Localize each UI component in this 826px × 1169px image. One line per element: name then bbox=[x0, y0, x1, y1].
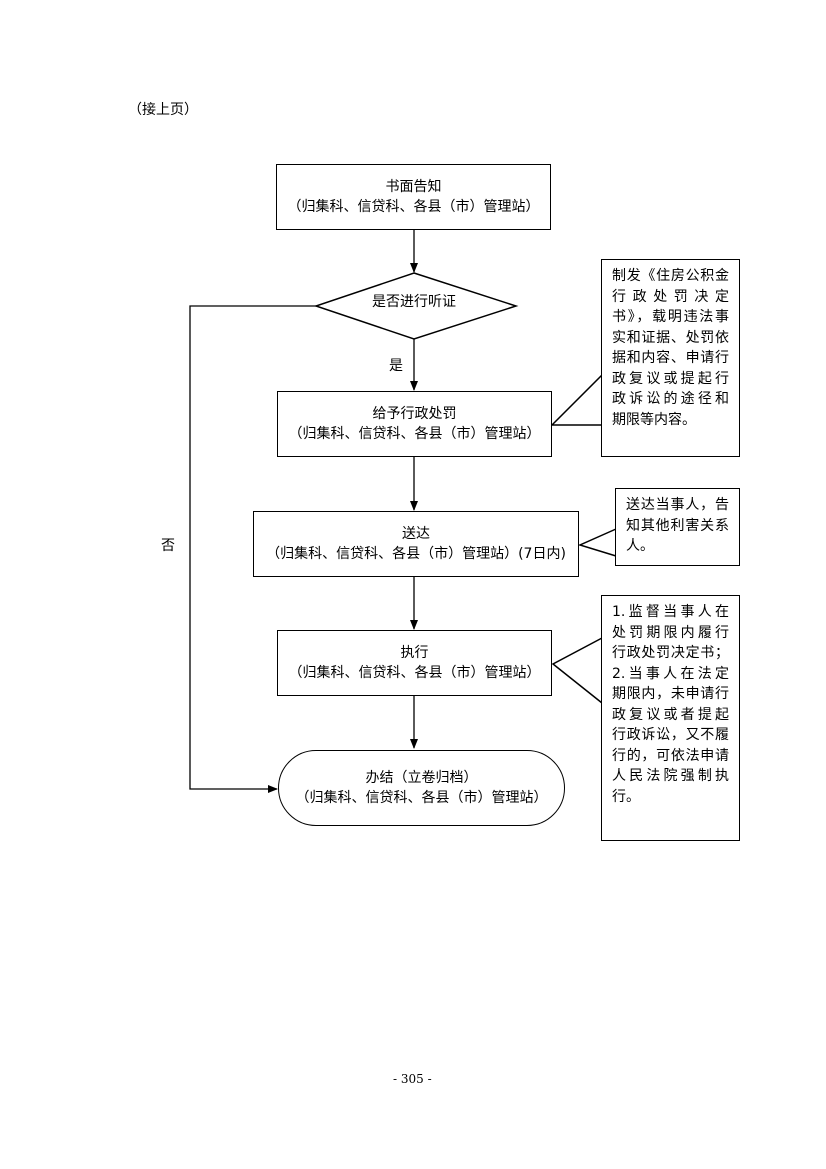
decision-yes-label: 是 bbox=[389, 358, 403, 374]
note-line: 2.当事人在法定 bbox=[612, 665, 729, 682]
page-number: - 305 - bbox=[393, 1072, 432, 1086]
note-line: 人民法院强制执 bbox=[612, 768, 729, 784]
note-line: 行政诉讼，又不履 bbox=[612, 727, 729, 743]
step-execute-dept: （归集科、信贷科、各县（市）管理站） bbox=[288, 665, 541, 681]
note-line: 据和内容、申请行 bbox=[612, 350, 729, 366]
step-execute-title: 执行 bbox=[400, 645, 429, 661]
step-impose-penalty-title: 给予行政处罚 bbox=[372, 406, 457, 422]
step-written-notice-title: 书面告知 bbox=[385, 179, 442, 195]
callout-pointer-penalty bbox=[550, 374, 603, 426]
decision-question: 是否进行听证 bbox=[372, 294, 456, 310]
step-deliver-title: 送达 bbox=[402, 526, 430, 542]
note-line: 人。 bbox=[626, 538, 654, 554]
callout-pointer-deliver bbox=[577, 528, 617, 557]
arrow-decision-no-branch bbox=[189, 305, 317, 793]
step-close-archive-title: 办结（立卷归档） bbox=[365, 770, 478, 786]
step-deliver: 送达 （归集科、信贷科、各县（市）管理站）(7日内) bbox=[253, 511, 579, 577]
note-line: 行政处罚决定 bbox=[612, 288, 729, 305]
step-close-archive: 办结（立卷归档） （归集科、信贷科、各县（市）管理站） bbox=[278, 750, 565, 826]
note-line: 知其他利害关系 bbox=[626, 517, 729, 534]
note-line: 书》，载明违法事 bbox=[612, 309, 729, 325]
step-close-archive-dept: （归集科、信贷科、各县（市）管理站） bbox=[295, 790, 548, 806]
note-line: 政复议或提起行 bbox=[612, 370, 729, 387]
note-line: 行政处罚决定书； bbox=[612, 645, 729, 661]
note-line: 实和证据、处罚依 bbox=[612, 329, 729, 346]
note-line: 制发《住房公积金 bbox=[612, 268, 729, 284]
step-written-notice: 书面告知 （归集科、信贷科、各县（市）管理站） bbox=[276, 164, 551, 230]
note-line: 1.监督当事人在 bbox=[612, 604, 729, 620]
note-deliver: 送达当事人，告 知其他利害关系 人。 bbox=[615, 488, 740, 566]
callout-pointer-execute bbox=[551, 637, 603, 704]
continued-label: （接上页） bbox=[128, 102, 198, 118]
note-line: 送达当事人，告 bbox=[626, 497, 729, 513]
note-line: 行的，可依法申请 bbox=[612, 747, 729, 764]
note-line: 期限内，未申请行 bbox=[612, 686, 729, 702]
note-penalty-decision: 制发《住房公积金 行政处罚决定 书》，载明违法事 实和证据、处罚依 据和内容、申… bbox=[601, 259, 740, 457]
step-impose-penalty-dept: （归集科、信贷科、各县（市）管理站） bbox=[288, 426, 541, 442]
note-line: 期限等内容。 bbox=[612, 411, 696, 428]
decision-no-label: 否 bbox=[161, 538, 175, 554]
note-line: 处罚期限内履行 bbox=[612, 624, 729, 641]
step-written-notice-dept: （归集科、信贷科、各县（市）管理站） bbox=[287, 199, 540, 215]
note-line: 行。 bbox=[612, 788, 640, 805]
note-line: 政诉讼的途径和 bbox=[612, 391, 729, 407]
decision-diamond bbox=[313, 272, 519, 340]
note-execute: 1.监督当事人在 处罚期限内履行 行政处罚决定书； 2.当事人在法定 期限内，未… bbox=[601, 595, 740, 841]
step-deliver-dept: （归集科、信贷科、各县（市）管理站）(7日内) bbox=[266, 546, 566, 562]
step-impose-penalty: 给予行政处罚 （归集科、信贷科、各县（市）管理站） bbox=[277, 391, 552, 457]
note-line: 政复议或者提起 bbox=[612, 706, 729, 723]
step-execute: 执行 （归集科、信贷科、各县（市）管理站） bbox=[277, 630, 552, 696]
